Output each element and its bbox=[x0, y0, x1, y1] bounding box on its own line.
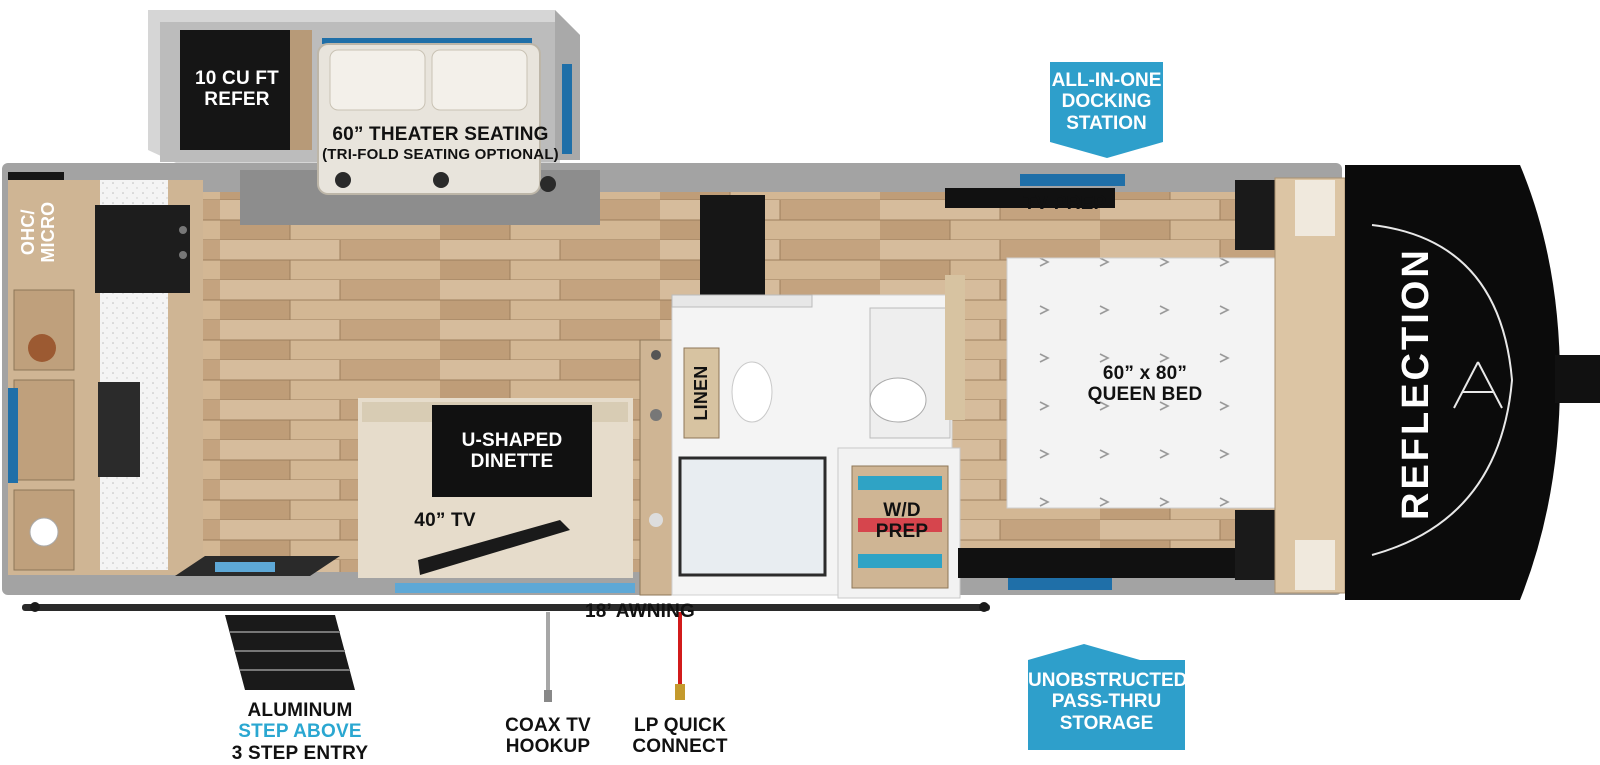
refrigerator bbox=[180, 30, 312, 150]
refer-label: 10 CU FT REFER bbox=[190, 68, 284, 111]
wd-closet bbox=[837, 447, 961, 599]
docking-line-3: STATION bbox=[1066, 112, 1147, 134]
tv-prep-text: TV PREP bbox=[1023, 193, 1107, 214]
step-line-3: 3 STEP ENTRY bbox=[231, 742, 369, 764]
queen-bed bbox=[1006, 257, 1286, 509]
awning bbox=[22, 602, 990, 612]
lp-line-1: LP QUICK bbox=[633, 715, 727, 736]
sink bbox=[98, 382, 140, 477]
lp-line bbox=[675, 612, 685, 700]
entry-steps bbox=[225, 615, 355, 690]
tv40-label: 40” TV bbox=[405, 510, 485, 531]
docking-line-2: DOCKING bbox=[1061, 91, 1152, 113]
cooktop-knob bbox=[179, 226, 187, 234]
pot-icon bbox=[28, 334, 56, 362]
wd-label: W/D PREP bbox=[862, 500, 942, 543]
tv-prep-label: TV PREP bbox=[1010, 193, 1120, 214]
step-label: ALUMINUM STEP ABOVE 3 STEP ENTRY bbox=[220, 700, 380, 764]
coax-label: COAX TV HOOKUP bbox=[488, 715, 608, 758]
storage-line-3: STORAGE bbox=[1059, 712, 1154, 734]
brand-logo-icon bbox=[1453, 361, 1503, 409]
storage-line-1: UNOBSTRUCTED bbox=[1028, 670, 1188, 691]
nightstand bbox=[1235, 180, 1275, 250]
lp-line-2: CONNECT bbox=[632, 736, 728, 758]
dinette-line-1: U-SHAPED bbox=[461, 430, 563, 451]
docking-callout-bg bbox=[1050, 62, 1163, 158]
slide-window bbox=[562, 64, 572, 154]
brand-logo-text: REFLECTION bbox=[1395, 247, 1437, 520]
bed-line-1: 60” x 80” bbox=[1102, 363, 1188, 384]
nightstand bbox=[1235, 510, 1275, 580]
linen-cabinet bbox=[683, 347, 720, 439]
theater-line-1: 60” THEATER SEATING bbox=[332, 124, 549, 145]
front-cap: REFLECTION bbox=[1345, 165, 1600, 600]
awning-text: 18’ AWNING bbox=[584, 601, 696, 622]
theater-seating bbox=[317, 38, 556, 195]
refer-line-2: REFER bbox=[204, 89, 270, 111]
stove bbox=[95, 205, 190, 293]
bed-label: 60” x 80” QUEEN BED bbox=[1075, 363, 1215, 406]
shower bbox=[678, 456, 827, 577]
bed-line-2: QUEEN BED bbox=[1087, 384, 1203, 406]
ohc-line-2: MICRO bbox=[38, 201, 58, 263]
kitchen-counter bbox=[8, 180, 203, 575]
linen-text: LINEN bbox=[690, 365, 711, 421]
lp-label: LP QUICK CONNECT bbox=[620, 715, 740, 758]
tv40-text: 40” TV bbox=[414, 510, 476, 531]
wd-line-1: W/D bbox=[883, 500, 921, 521]
entry-mat bbox=[175, 556, 340, 576]
theater-label: 60” THEATER SEATING bbox=[318, 124, 563, 145]
u-shaped-dinette bbox=[358, 398, 635, 593]
coax-line-2: HOOKUP bbox=[505, 736, 591, 758]
awning-label: 18’ AWNING bbox=[575, 601, 705, 622]
theater-sub-label: (TRI-FOLD SEATING OPTIONAL) bbox=[318, 146, 563, 164]
cupholder-icon bbox=[540, 176, 556, 192]
bedroom-closet bbox=[945, 174, 1268, 590]
wd-line-2: PREP bbox=[875, 521, 929, 543]
cupholder-icon bbox=[335, 172, 351, 188]
plate-icon bbox=[29, 517, 59, 547]
dinette-line-2: DINETTE bbox=[470, 451, 554, 473]
ohc-label: OHC/ MICRO bbox=[18, 192, 58, 272]
cupholder-icon bbox=[433, 172, 449, 188]
dinette-label: U-SHAPED DINETTE bbox=[432, 430, 592, 473]
storage-callout-bg bbox=[1028, 644, 1185, 750]
storage-line-2: PASS-THRU bbox=[1051, 691, 1162, 713]
docking-line-1: ALL-IN-ONE bbox=[1051, 70, 1162, 91]
ohc-line-1: OHC/ bbox=[17, 209, 38, 256]
bedroom-steps bbox=[671, 195, 813, 308]
front-wardrobe bbox=[1274, 177, 1346, 594]
bath-sink-icon bbox=[869, 377, 927, 423]
step-line-2: STEP ABOVE bbox=[238, 721, 362, 743]
tv-40-icon bbox=[418, 520, 570, 575]
coax-line-1: COAX TV bbox=[505, 715, 591, 736]
pantry-column bbox=[639, 339, 673, 596]
cooktop-knob bbox=[179, 251, 187, 259]
linen-label: LINEN bbox=[691, 360, 711, 426]
docking-callout: ALL-IN-ONE DOCKING STATION bbox=[1050, 70, 1163, 134]
refer-line-1: 10 CU FT bbox=[195, 68, 279, 89]
theater-line-2: (TRI-FOLD SEATING OPTIONAL) bbox=[322, 146, 559, 163]
step-line-1: ALUMINUM bbox=[247, 700, 353, 721]
toilet-icon bbox=[731, 361, 773, 423]
coax-line bbox=[544, 612, 552, 702]
storage-callout: UNOBSTRUCTED PASS-THRU STORAGE bbox=[1028, 670, 1188, 734]
